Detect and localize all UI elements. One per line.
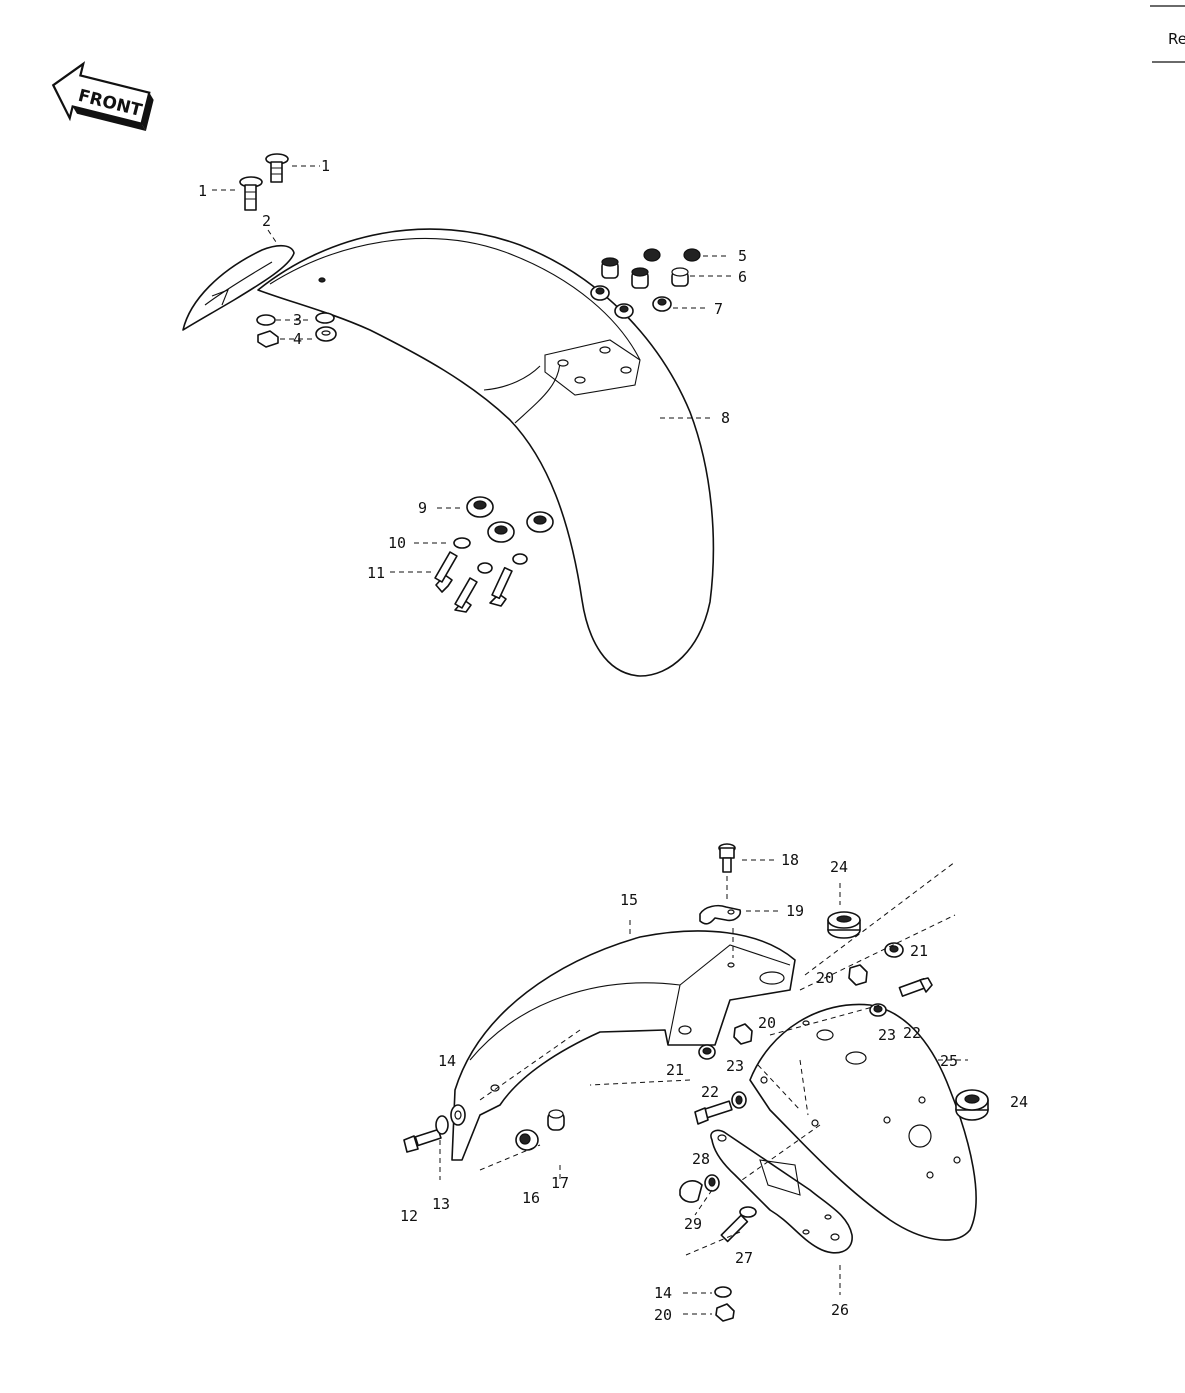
callout-label: 23 bbox=[726, 1057, 744, 1075]
callout-label: 14 bbox=[654, 1284, 672, 1302]
callout-label: 21 bbox=[666, 1061, 684, 1079]
callout-label: 5 bbox=[738, 247, 747, 265]
callout-label: 15 bbox=[620, 891, 638, 909]
callout-label: 1 bbox=[198, 182, 207, 200]
fender-emblem bbox=[182, 244, 295, 331]
callout-label: 6 bbox=[738, 268, 747, 286]
callout-label: 10 bbox=[388, 534, 406, 552]
callout-label: 27 bbox=[735, 1249, 753, 1267]
callout-label: 23 bbox=[878, 1026, 896, 1044]
rear-fender-front-half bbox=[451, 930, 796, 1161]
callout-label: 1 bbox=[321, 157, 330, 175]
callout-label: 20 bbox=[654, 1306, 672, 1324]
callout-label: 20 bbox=[816, 969, 834, 987]
callout-label: 4 bbox=[293, 330, 302, 348]
corner-label: Re bbox=[1168, 30, 1185, 48]
callout-label: 22 bbox=[903, 1024, 921, 1042]
corner-header: Re bbox=[1150, 5, 1185, 63]
callout-label: 16 bbox=[522, 1189, 540, 1207]
rear-fender-rear-half bbox=[749, 1003, 977, 1241]
callout-label: 9 bbox=[418, 499, 427, 517]
callout-label: 8 bbox=[721, 409, 730, 427]
emblem-nut-icon bbox=[256, 312, 337, 348]
license-bracket bbox=[710, 1129, 853, 1254]
callout-label: 29 bbox=[684, 1215, 702, 1233]
callout-label: 2 bbox=[262, 212, 271, 230]
fender-bolt-icon bbox=[434, 496, 554, 613]
callout-label: 24 bbox=[1010, 1093, 1028, 1111]
callout-label: 12 bbox=[400, 1207, 418, 1225]
callout-label: 22 bbox=[701, 1083, 719, 1101]
callout-label: 17 bbox=[551, 1174, 569, 1192]
callout-label: 14 bbox=[438, 1052, 456, 1070]
callout-label: 13 bbox=[432, 1195, 450, 1213]
callout-label: 19 bbox=[786, 902, 804, 920]
callout-label: 3 bbox=[293, 311, 302, 329]
callout-label: 20 bbox=[758, 1014, 776, 1032]
fender-cushion-icon bbox=[590, 248, 701, 319]
emblem-screw-icon bbox=[239, 153, 289, 211]
callout-label: 7 bbox=[714, 300, 723, 318]
callout-label: 24 bbox=[830, 858, 848, 876]
callout-label: 25 bbox=[940, 1052, 958, 1070]
callout-label: 21 bbox=[910, 942, 928, 960]
callout-label: 11 bbox=[367, 564, 385, 582]
callout-labels: 1 1 2 3 4 5 6 7 8 9 10 11 12 13 14 14 15… bbox=[198, 157, 1028, 1324]
callout-label: 28 bbox=[692, 1150, 710, 1168]
callout-label: 18 bbox=[781, 851, 799, 869]
front-fender bbox=[257, 228, 715, 677]
leader-lines bbox=[212, 165, 968, 1315]
callout-label: 26 bbox=[831, 1301, 849, 1319]
front-arrow-icon: FRONT bbox=[51, 61, 154, 131]
